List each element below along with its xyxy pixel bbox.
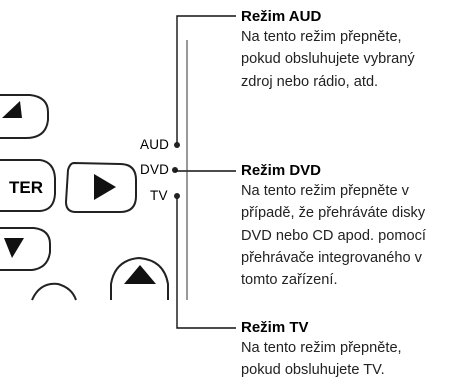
text-line: DVD nebo CD apod. pomocí — [241, 227, 426, 244]
up-triangle-icon — [124, 265, 156, 284]
text-line: případě, že přehráváte disky — [241, 205, 426, 222]
aud-callout-line — [176, 15, 236, 143]
dvd-mode-section: Režim DVD Na tento režim přepněte v příp… — [241, 162, 456, 291]
aud-mode-title: Režim AUD — [241, 8, 322, 25]
tv-mode-title: Režim TV — [241, 319, 309, 336]
round-button — [31, 282, 77, 301]
right-arrow-icon — [94, 174, 116, 200]
enter-button — [0, 159, 56, 212]
tv-callout-line — [176, 198, 236, 329]
text-line: tomto zařízení. — [241, 272, 338, 289]
aud-contact-dot — [174, 142, 180, 148]
text-line: přehrávače integrovaného v — [241, 249, 422, 266]
aud-label: AUD — [140, 137, 170, 152]
down-arrow-icon — [4, 238, 24, 258]
aud-mode-description: Na tento režim přepněte, pokud obsluhuje… — [241, 26, 456, 93]
text-line: Na tento režim přepněte v — [241, 183, 409, 199]
down-arrow-button — [0, 227, 51, 271]
dvd-mode-description: Na tento režim přepněte v případě, že př… — [241, 180, 456, 291]
text-line: pokud obsluhujete vybraný — [241, 51, 415, 68]
up-arrow-icon — [2, 101, 22, 118]
text-line: zdroj nebo rádio, atd. — [241, 73, 379, 90]
tv-mode-description: Na tento režim přepněte, pokud obsluhuje… — [241, 337, 456, 382]
enter-label: TER — [9, 178, 43, 197]
tv-label: TV — [150, 188, 168, 203]
tv-contact-dot — [174, 193, 180, 199]
dvd-contact-dot — [172, 167, 178, 173]
callout-lines — [175, 15, 236, 329]
dvd-mode-title: Režim DVD — [241, 162, 322, 179]
tv-mode-section: Režim TV Na tento režim přepněte, pokud … — [241, 319, 456, 382]
text-line: pokud obsluhujete TV. — [241, 362, 385, 379]
text-line: Na tento režim přepněte, — [241, 340, 402, 356]
dvd-label: DVD — [140, 162, 170, 177]
up-arrow-button — [0, 94, 49, 139]
aud-mode-section: Režim AUD Na tento režim přepněte, pokud… — [241, 8, 456, 93]
text-line: Na tento režim přepněte, — [241, 29, 402, 45]
